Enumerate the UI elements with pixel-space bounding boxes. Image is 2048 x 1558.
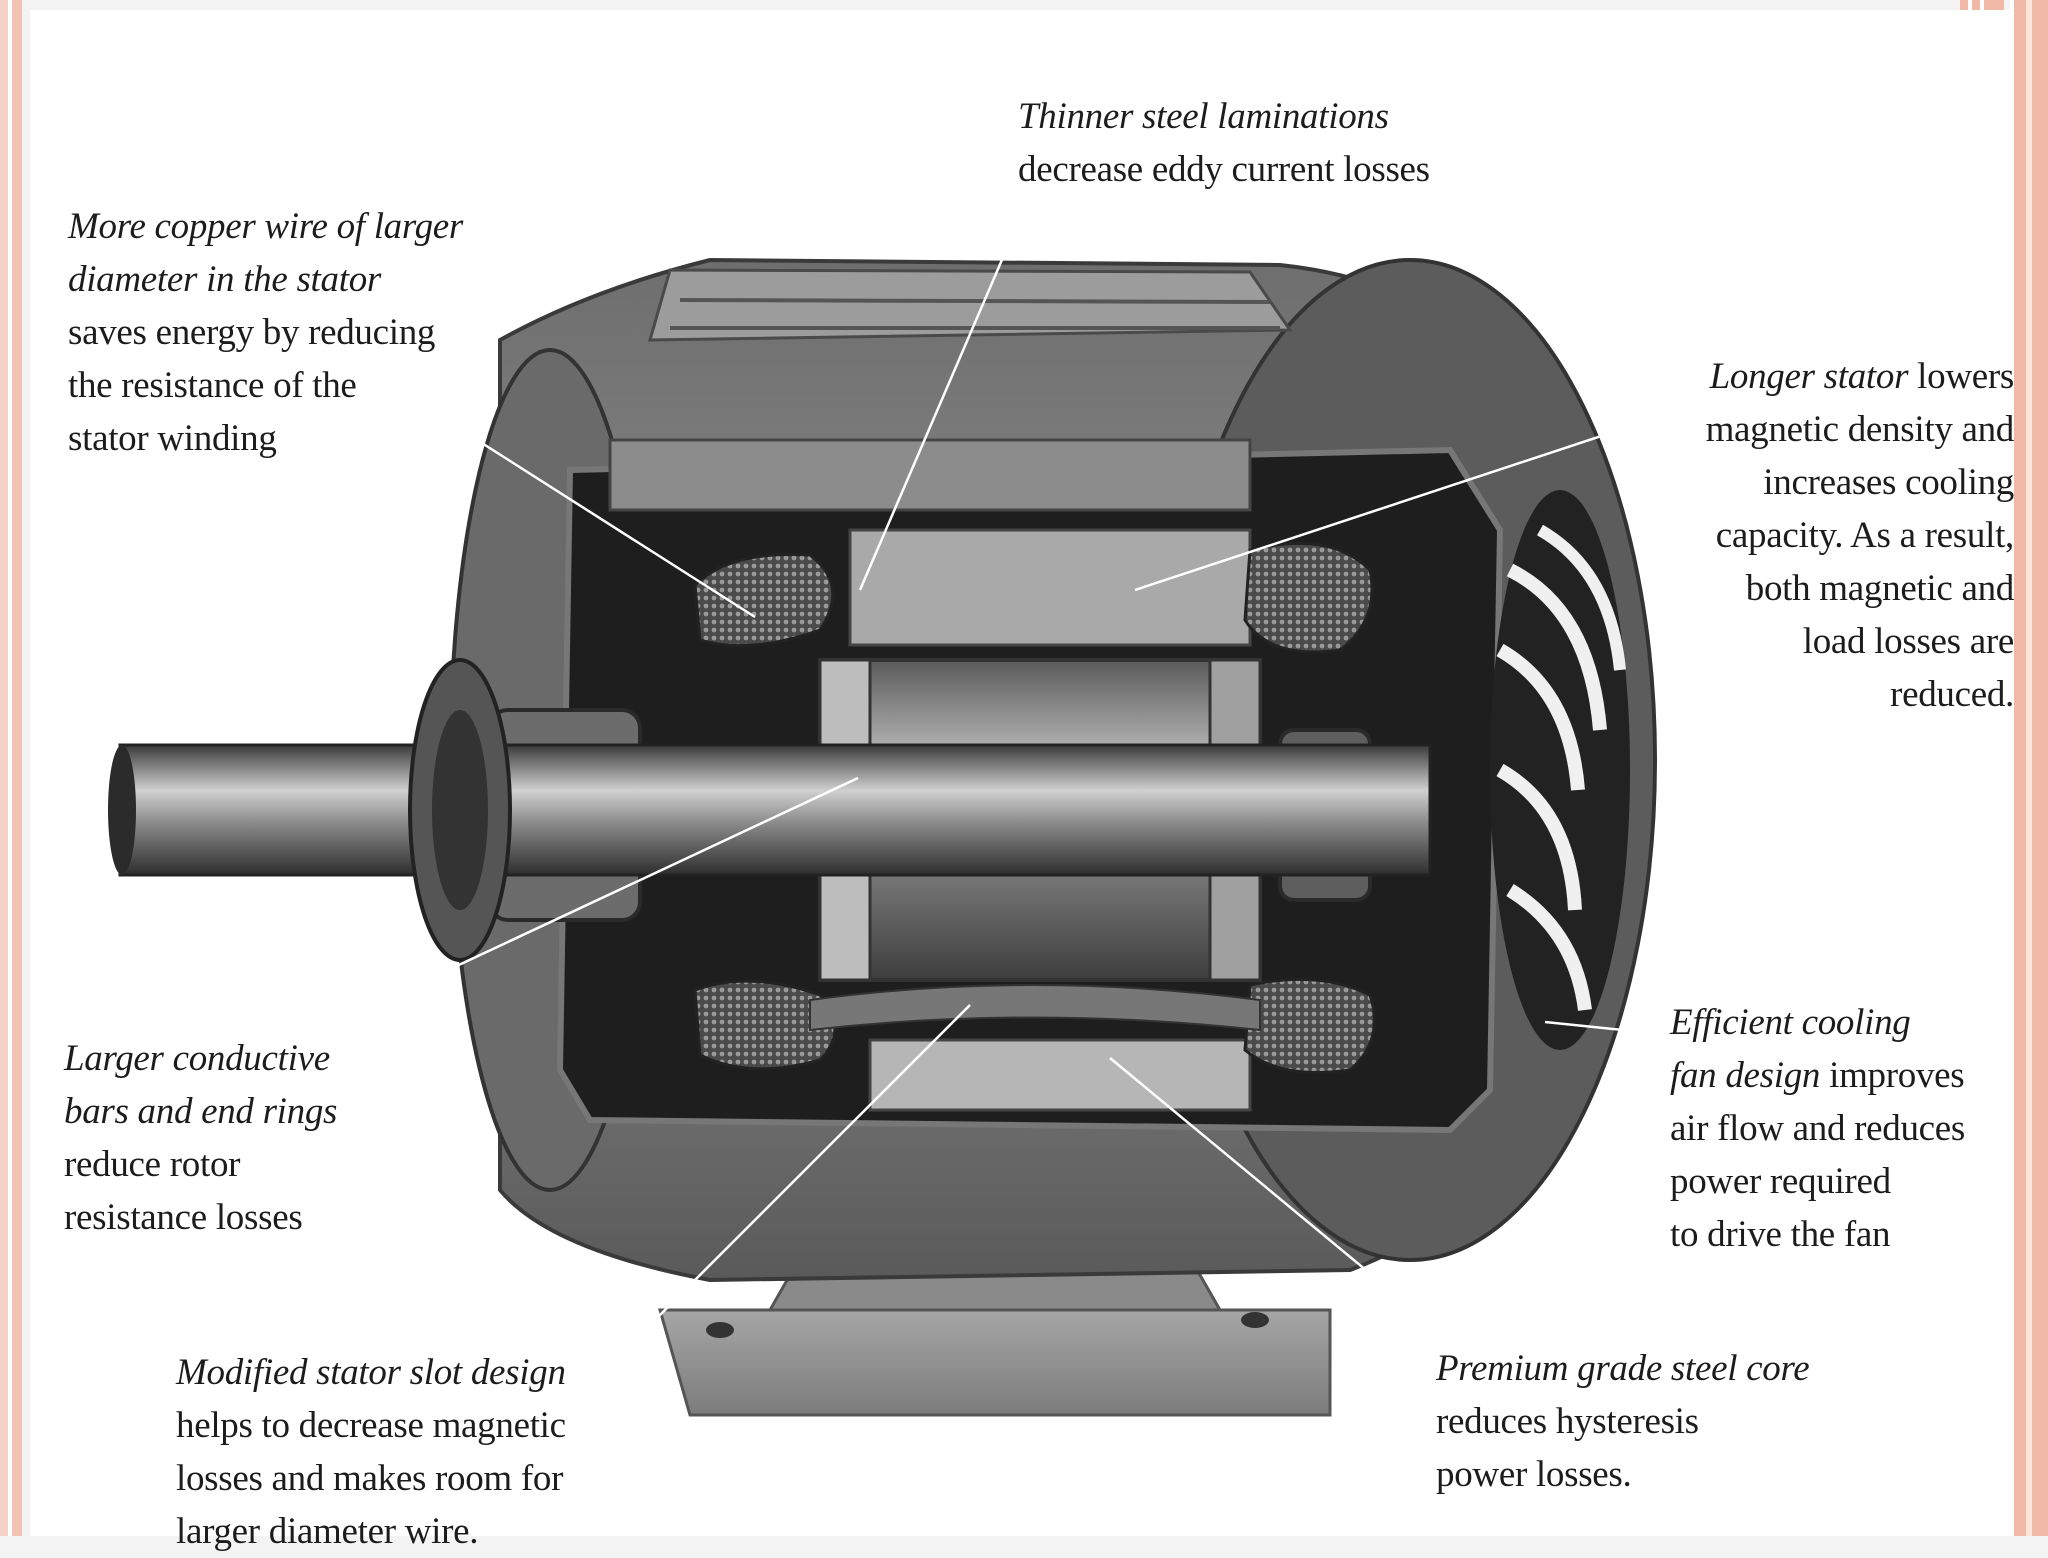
callout-copper-title-1: More copper wire of larger	[68, 206, 464, 247]
callout-fan-title-2: fan design	[1670, 1055, 1821, 1096]
callout-core: Premium grade steel core reduces hystere…	[1436, 1342, 1810, 1501]
motor-figure: Thinner steel laminations decrease eddy …	[30, 10, 2014, 1552]
callout-copper-title-2: diameter in the stator	[68, 259, 382, 300]
callout-core-text-2: power losses.	[1436, 1454, 1632, 1495]
callout-laminations-title: Thinner steel laminations	[1018, 96, 1389, 137]
callout-fan: Efficient cooling fan design improves ai…	[1670, 996, 1965, 1261]
motor-cutaway-illustration	[108, 189, 1701, 1417]
callout-copper: More copper wire of larger diameter in t…	[68, 200, 463, 465]
leader-line-fan	[1544, 1020, 1701, 1040]
callout-copper-text-3: stator winding	[68, 418, 277, 459]
callout-bars: Larger conductive bars and end rings red…	[64, 1032, 337, 1244]
callout-stator-text-1: magnetic density and	[1705, 409, 2015, 450]
callout-stator-text-5: load losses are	[1802, 621, 2015, 662]
callout-laminations: Thinner steel laminations decrease eddy …	[1018, 90, 1430, 196]
callout-laminations-text: decrease eddy current losses	[1018, 149, 1430, 190]
callout-stator-title: Longer stator	[1709, 356, 1909, 397]
callout-fan-text-2: power required	[1670, 1161, 1891, 1202]
callout-bars-text-1: reduce rotor	[64, 1144, 241, 1185]
callout-fan-title-1: Efficient cooling	[1670, 1002, 1911, 1043]
leader-lines	[319, 189, 1701, 1371]
callout-core-text-1: reduces hysteresis	[1436, 1401, 1699, 1442]
leader-line-core	[1109, 1057, 1461, 1349]
callout-slot: Modified stator slot design helps to dec…	[176, 1346, 566, 1558]
callout-slot-text-3: larger diameter wire.	[176, 1511, 479, 1552]
callout-stator-text-2: increases cooling	[1763, 462, 2014, 503]
page-border-right	[2010, 0, 2048, 1536]
callout-copper-text-1: saves energy by reducing	[68, 312, 436, 353]
callout-copper-text-2: the resistance of the	[68, 365, 357, 406]
callout-fan-text-1: air flow and reduces	[1670, 1108, 1966, 1149]
callout-stator-text-6: reduced.	[1890, 674, 2014, 715]
callout-stator-text-0: lowers	[1908, 356, 2014, 397]
callout-fan-text-0: improves	[1820, 1055, 1965, 1096]
callout-bars-title-1: Larger conductive	[64, 1038, 330, 1079]
callout-bars-text-2: resistance losses	[64, 1197, 303, 1238]
page-border-left	[0, 0, 22, 1536]
callout-bars-title-2: bars and end rings	[64, 1091, 338, 1132]
callout-slot-text-1: helps to decrease magnetic	[176, 1405, 566, 1446]
leader-line-laminations	[858, 189, 1034, 591]
callout-slot-title: Modified stator slot design	[176, 1352, 566, 1393]
callout-fan-text-3: to drive the fan	[1670, 1214, 1891, 1255]
leader-line-stator	[1134, 408, 1681, 592]
leader-line-bars	[319, 776, 859, 1032]
callout-slot-text-2: losses and makes room for	[176, 1458, 564, 1499]
callout-core-title: Premium grade steel core	[1436, 1348, 1810, 1389]
callout-stator-text-4: both magnetic and	[1745, 568, 2015, 609]
leader-line-slot	[604, 1004, 971, 1371]
callout-stator: Longer stator lowers magnetic density an…	[1705, 350, 2015, 721]
motor-shaft	[108, 658, 1432, 962]
leader-line-copper	[429, 408, 756, 619]
callout-stator-text-3: capacity. As a result,	[1715, 515, 2015, 556]
